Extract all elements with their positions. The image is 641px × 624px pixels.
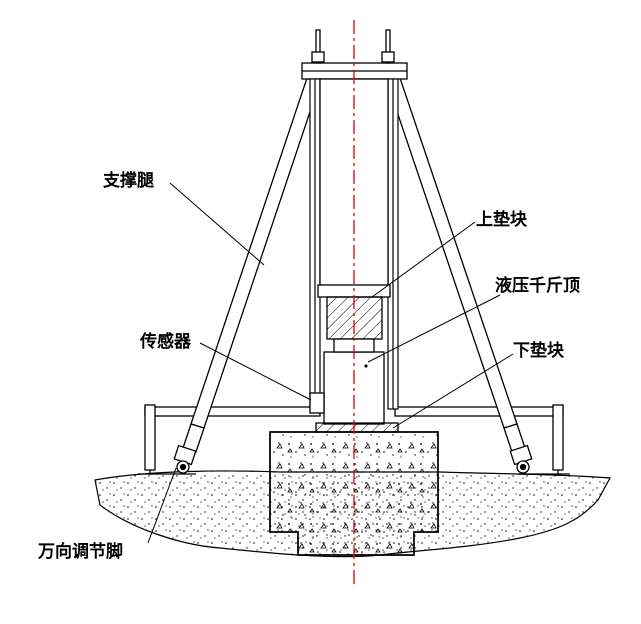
label-upper-pad: 上垫块 [476,209,528,230]
leader-lines [147,182,514,544]
sensor [309,392,325,414]
label-lower-pad: 下垫块 [513,340,565,361]
base-frame [138,404,570,475]
label-universal-foot: 万向调节脚 [37,541,123,562]
label-hydraulic-jack: 液压千斤顶 [495,275,580,296]
vertical-columns [309,78,399,410]
foundation-outline [269,431,439,556]
lower-pad [315,422,399,433]
jack-center-dot [364,364,368,368]
label-sensor: 传感器 [139,331,192,352]
label-support-leg: 支撑腿 [103,170,154,191]
